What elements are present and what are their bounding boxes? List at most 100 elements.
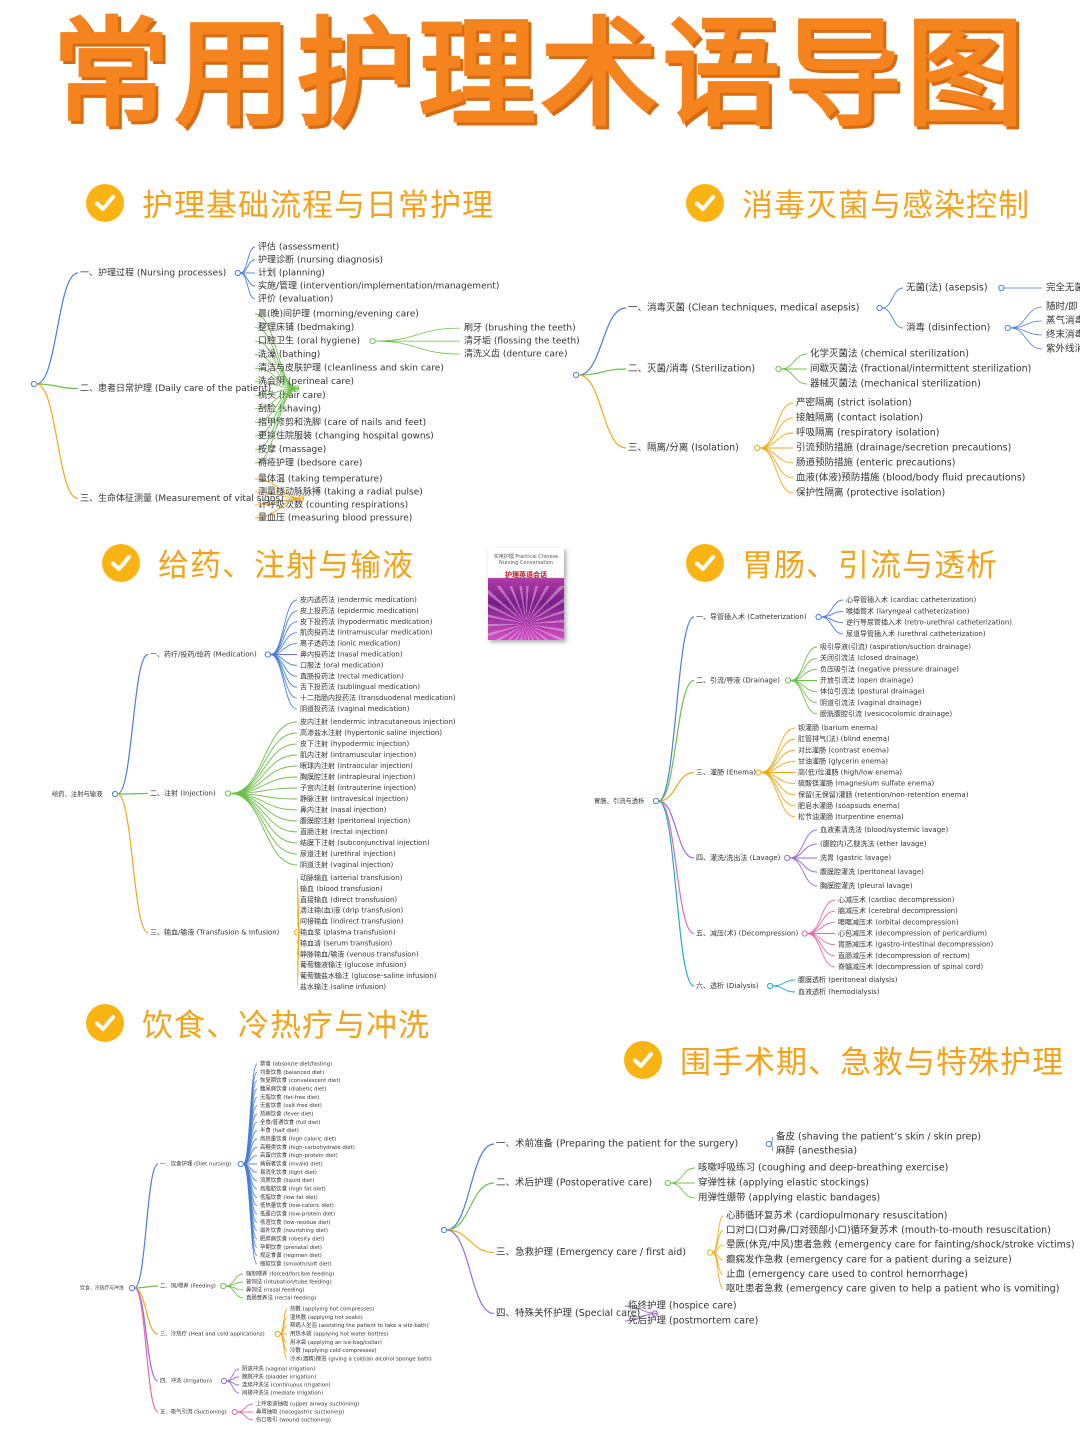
leaf-connector (230, 793, 298, 822)
leaf-label: 上呼吸道抽吸 (upper airway suctioning) (256, 1400, 359, 1408)
leaf-label: 葡萄糖液输注 (glucose infusion) (300, 960, 407, 969)
leaf-label: 腹膜腔灌洗 (peritoneal lavage) (820, 867, 924, 876)
leaf-label: 无盐饮食 (salt-free diet) (260, 1101, 322, 1109)
branch-label: 一、药疗/投药/给药 (Medication) (150, 650, 257, 659)
branch-label: 二、引流/导液 (Drainage) (696, 676, 780, 685)
branch-connector (658, 616, 695, 802)
leaf-label: 胃肠减压术 (gastro-intestinal decompression) (838, 940, 994, 949)
sub-leaf-label: 清洗义齿 (denture care) (464, 348, 567, 360)
leaf-label: 动脉输血 (arterial transfusion) (300, 873, 403, 882)
leaf-label: 直肠投药法 (rectal medication) (300, 671, 404, 680)
leaf-label: 肠道预防措施 (enteric precautions) (796, 457, 955, 469)
leaf-label: 肥胖病饮食 (obesity diet) (260, 1235, 325, 1243)
leaf-label: 湿热敷 (applying hot soaks) (290, 1313, 363, 1321)
mind-map-root: 胃肠、引流与透析 (594, 796, 645, 805)
branch-node (784, 677, 792, 684)
section-heading: 胃肠、引流与透析 (686, 540, 998, 585)
leaf-label: 喉插管术 (laryngeal catheterization) (846, 606, 970, 615)
branch-node (815, 613, 822, 621)
branch-node (220, 1377, 228, 1385)
leaf-label: 临终护理 (hospice care) (628, 1300, 737, 1312)
leaf-label: 鼻内注射 (nasal injection) (300, 805, 387, 814)
leaf-label: 伤口吸引 (wound suctioning) (256, 1416, 331, 1424)
leaf-label: 心包减压术 (decompression of pericardium) (838, 929, 987, 938)
leaf-label: 流质饮食 (liquid diet) (260, 1176, 314, 1184)
sub-leaf-label: 完全无菌 (1046, 282, 1080, 294)
branch-label: 二、术后护理 (Postoperative care) (496, 1177, 652, 1189)
leaf-label: 计划 (planning) (258, 267, 325, 279)
leaf-connector (230, 793, 298, 855)
leaf-label: 松节油灌肠 (turpentine enema) (798, 812, 904, 821)
branch-connector (658, 800, 695, 935)
section-heading-label: 胃肠、引流与透析 (742, 548, 998, 584)
leaf-connector (759, 447, 794, 464)
sub-connector (375, 327, 461, 342)
leaf-label: 滴注输(血)液 (drip transfusion) (300, 906, 404, 915)
leaf-label: 热敷 (applying hot compresses) (290, 1305, 374, 1313)
leaf-label: 帮病人坐浴 (assisting the patient to take a s… (290, 1321, 429, 1329)
leaf-connector (242, 1163, 258, 1265)
leaf-label: 用弹性绷带 (applying elastic bandages) (698, 1192, 880, 1204)
leaf-connector (240, 272, 256, 287)
leaf-connector (790, 646, 818, 681)
leaf-connector (270, 621, 298, 655)
branch-label: 二、注射 (Injection) (150, 789, 216, 798)
leaf-connector (254, 327, 299, 389)
leaf-connector (270, 654, 298, 710)
leaf-label: 血液(体液)预防措施 (blood/body fluid precautions… (796, 472, 1025, 484)
branch-label: 一、饮食护理 (Diet nursing) (160, 1160, 231, 1168)
section-heading-label: 饮食、冷热疗与冲洗 (142, 1008, 430, 1044)
branch-node (755, 769, 762, 776)
sub-leaf-label: 刷牙 (brushing the teeth) (464, 323, 576, 334)
leaf-label: 孕期饮食 (prenatal diet) (260, 1243, 322, 1251)
leaf-connector (230, 721, 298, 794)
mind-map-root: 饮食、冷热疗与冲洗 (80, 1285, 124, 1292)
leaf-label: 量血压 (measuring blood pressure) (258, 512, 412, 524)
leaf-label: 静脉注射 (intravesical injection) (300, 794, 408, 803)
leaf-label: 病弱者饮食 (invalid diet) (260, 1160, 323, 1168)
check-circle-icon (686, 543, 724, 582)
leaf-connector (789, 829, 818, 859)
leaf-label: 吸引导液(引流) (aspiration/suction drainage) (820, 642, 971, 651)
leaf-connector (712, 1252, 724, 1290)
branch-label: 三、生命体征测量 (Measurement of vital signs) (80, 492, 284, 504)
branch-label: 二、灭菌/消毒 (Sterilization) (628, 363, 755, 375)
leaf-connector (230, 732, 298, 794)
branch-label: 三、冷热疗 (Heat and cold applications) (160, 1330, 265, 1338)
leaf-connector (270, 654, 298, 677)
leaf-label: 葡萄糖盐水输注 (glucose-saline infusion) (300, 971, 437, 980)
leaf-connector (670, 1182, 696, 1199)
leaf-label: 低渣饮食 (low-residue diet) (260, 1218, 331, 1226)
leaf-label: 用冰袋 (applying an ice-bag/collar) (290, 1338, 382, 1346)
check-circle-icon (86, 183, 124, 222)
leaf-label: 细软饮食 (smooth/soft diet) (260, 1260, 332, 1268)
leaf-label: 备皮 (shaving the patient’s skin / skin pr… (776, 1131, 981, 1143)
leaf-label: 直接输血 (direct transfusion) (300, 895, 397, 904)
leaf-label: (腹腔内)乙醚洗法 (ether lavage) (820, 839, 927, 848)
branch-node (237, 1160, 244, 1168)
leaf-label: 胸膜腔灌洗 (pleural lavage) (820, 881, 913, 890)
branch-connector (446, 1229, 495, 1315)
sub-leaf-label: 蒸气消毒 (1046, 315, 1080, 327)
leaf-label: 静脉输血/输液 (venous transfusion) (300, 949, 419, 958)
sub-connector (1010, 327, 1043, 350)
branch-connector (117, 793, 149, 934)
leaf-label: 无脂饮食 (fat-free diet) (260, 1093, 319, 1101)
leaf-label: 眼眶减压术 (orbital decompression) (838, 917, 959, 926)
leaf-label: 褥疮护理 (bedsore care) (258, 457, 362, 469)
branch-label: 一、导管插入术 (Catheterization) (696, 612, 807, 621)
leaf-label: 护理诊断 (nursing diagnosis) (258, 254, 383, 266)
leaf-label: 心减压术 (cardiac decompression) (838, 895, 955, 904)
page-title: 常用护理术语导图 (51, 5, 1028, 143)
leaf-connector (270, 610, 298, 655)
leaf-label: 皮内透药法 (endermic medication) (300, 595, 417, 604)
branch-node (231, 1408, 238, 1416)
leaf-label: 逆行导尿管插入术 (retro-urethral catheterization… (846, 618, 1012, 627)
branch-node (707, 1249, 714, 1256)
leaf-label: 接触隔离 (contact isolation) (796, 412, 923, 424)
branch-connector (578, 374, 627, 449)
book-cover-image: 实用护理 Practical Chinese Nursing Conversat… (488, 548, 564, 640)
leaf-label: 器械灭菌法 (mechanical sterilization) (810, 378, 981, 390)
leaf-label: 血液素清洗法 (blood/systemic lavage) (820, 825, 948, 834)
leaf-label: 阴道注射 (vaginal injection) (300, 860, 394, 869)
